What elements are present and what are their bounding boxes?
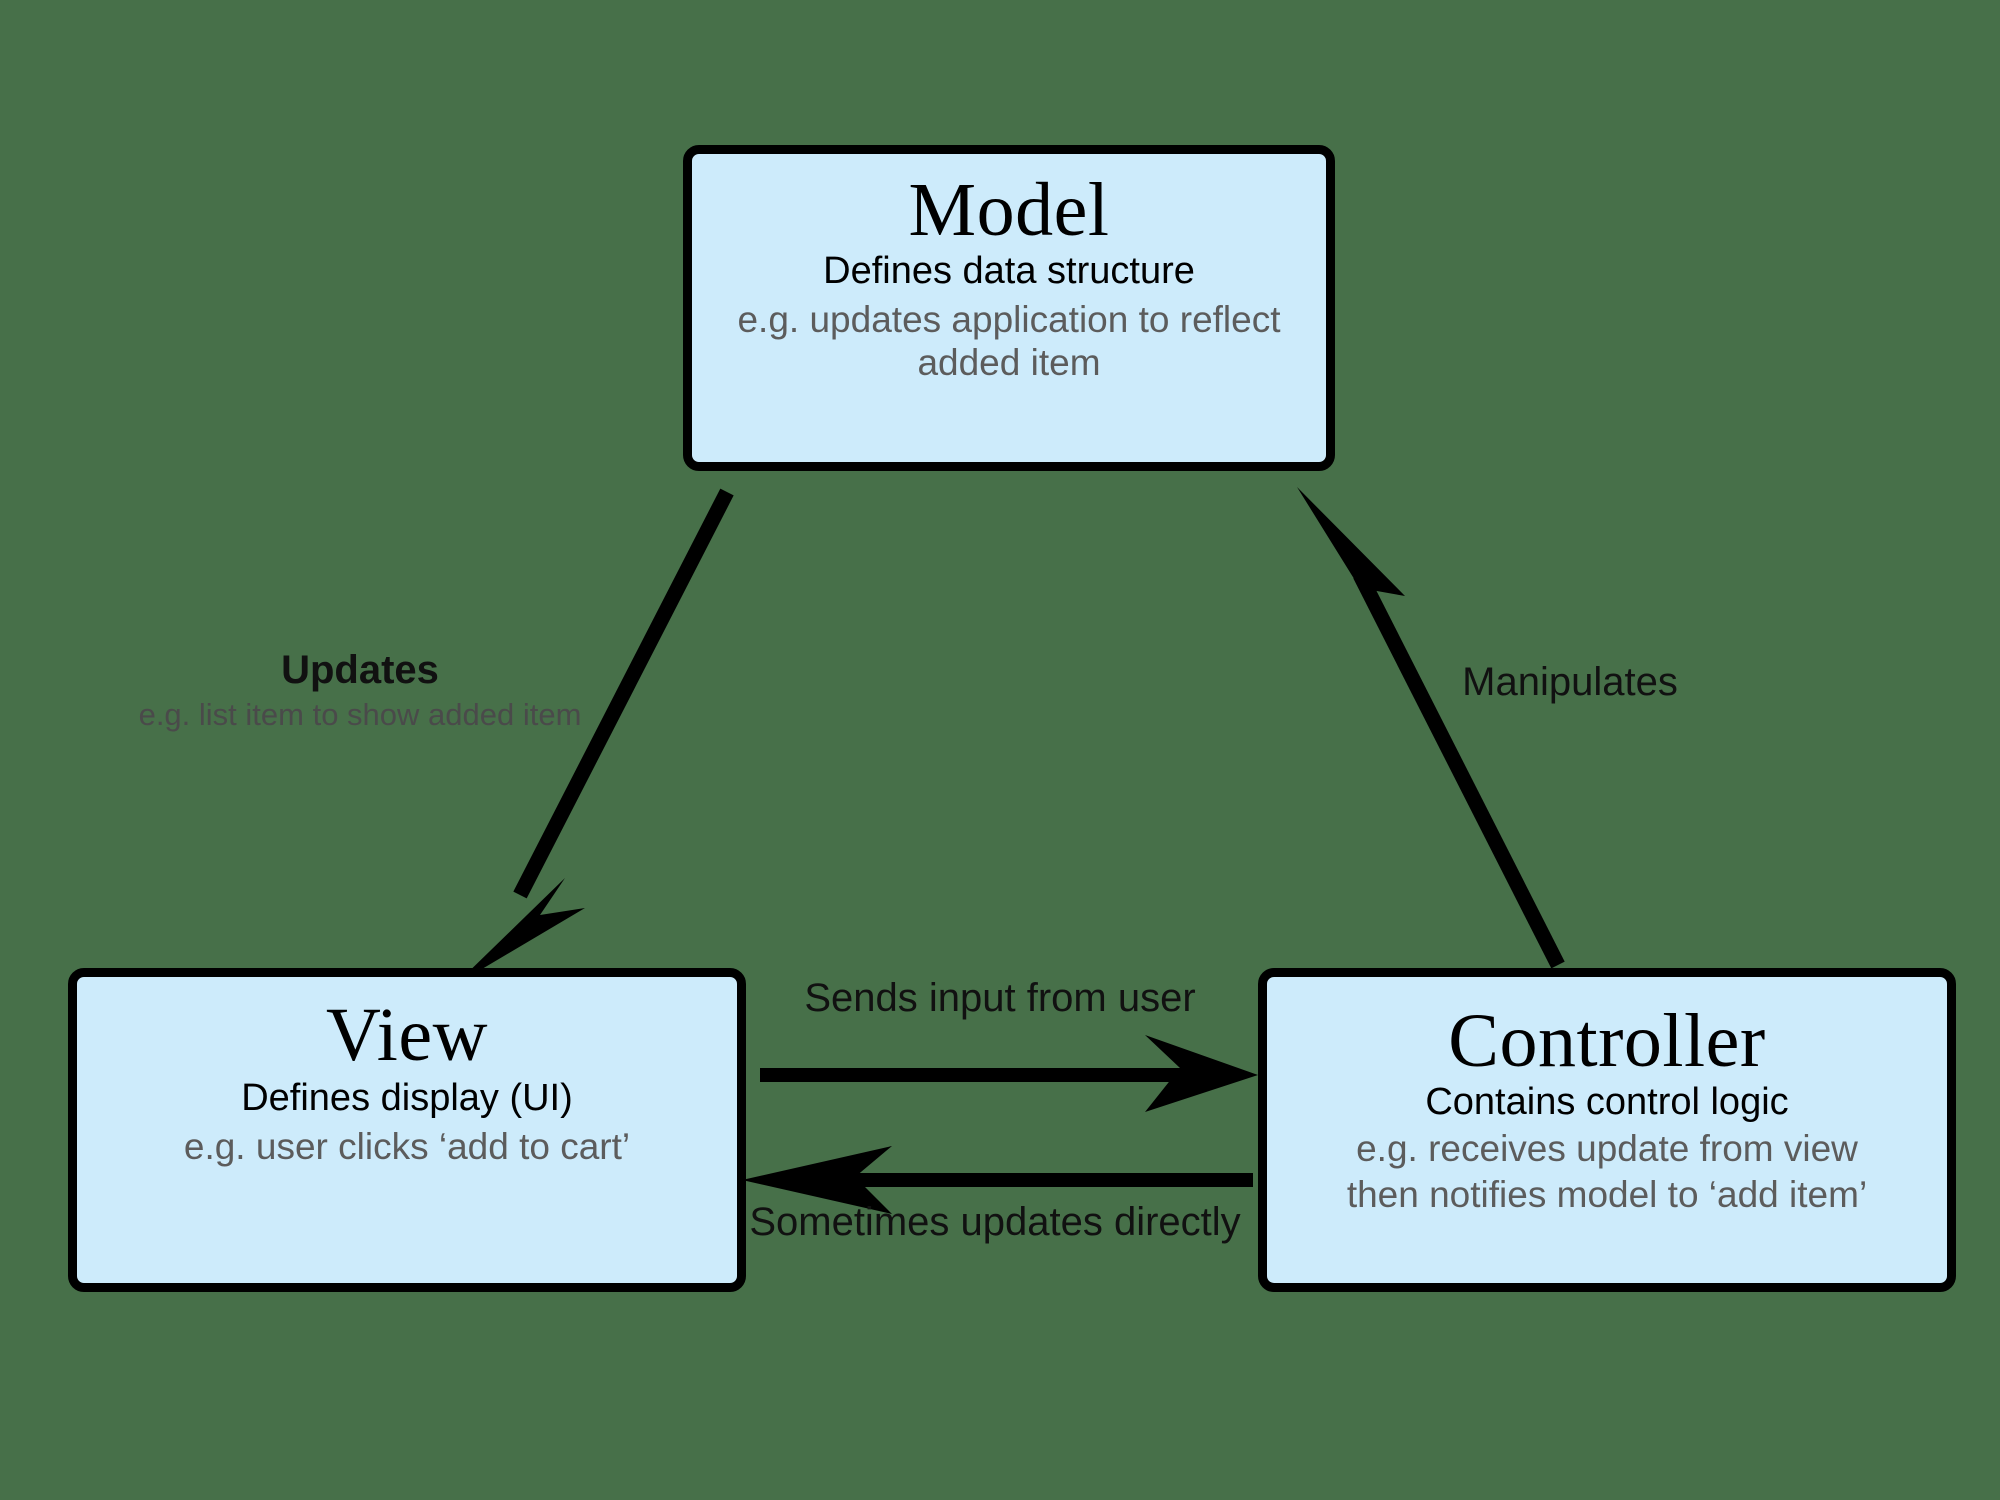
node-view-subtitle: Defines display (UI) <box>241 1077 573 1119</box>
edge-label-updates-text: Updates <box>281 648 439 692</box>
arrow-view-to-controller <box>760 1035 1258 1112</box>
node-controller[interactable]: Controller Contains control logic e.g. r… <box>1258 968 1956 1292</box>
edge-label-manipulates-text: Manipulates <box>1462 660 1678 704</box>
edge-label-sends-input-from-user: Sends input from user <box>760 976 1240 1021</box>
node-view-title: View <box>325 993 489 1077</box>
node-model-example: e.g. updates application to reflect adde… <box>737 298 1281 384</box>
node-controller-subtitle: Contains control logic <box>1425 1081 1789 1123</box>
edge-label-sends-input-text: Sends input from user <box>804 976 1196 1020</box>
node-model-subtitle: Defines data structure <box>823 250 1195 292</box>
node-view-example: e.g. user clicks ‘add to cart’ <box>183 1125 631 1167</box>
arrow-model-to-view <box>455 488 734 985</box>
edge-label-sometimes-text: Sometimes updates directly <box>749 1200 1241 1244</box>
node-controller-example-line-2: then notifies model to ‘add item’ <box>1346 1174 1868 1216</box>
node-model-title: Model <box>908 168 1110 252</box>
node-controller-title: Controller <box>1448 999 1766 1083</box>
edge-label-manipulates: Manipulates <box>1400 660 1740 705</box>
edge-label-sometimes-updates-directly: Sometimes updates directly <box>730 1200 1260 1245</box>
arrow-controller-to-model <box>1297 487 1565 969</box>
edge-label-updates-subtext: e.g. list item to show added item <box>138 697 582 732</box>
node-model[interactable]: Model Defines data structure e.g. update… <box>683 145 1335 471</box>
node-controller-example-line-1: e.g. receives update from view <box>1356 1127 1858 1169</box>
edge-label-updates: Updates e.g. list item to show added ite… <box>130 648 590 733</box>
node-view[interactable]: View Defines display (UI) e.g. user clic… <box>68 968 746 1292</box>
